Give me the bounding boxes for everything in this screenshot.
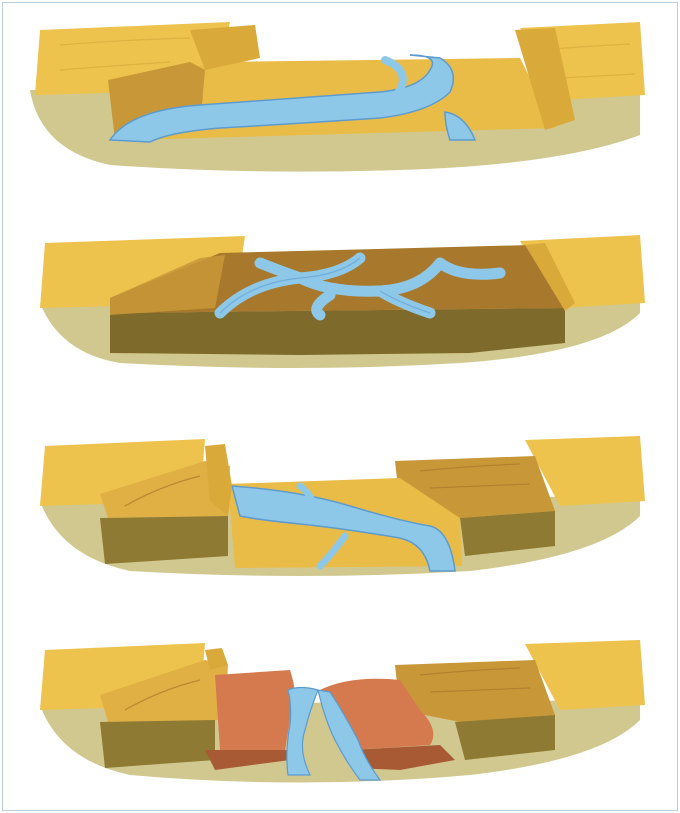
stage-2-block (0, 203, 680, 406)
terrace-left-front (100, 516, 228, 564)
rock-left-top (215, 670, 295, 750)
stage-4-block (0, 610, 680, 813)
stage-1-block (0, 0, 680, 203)
terrace-left-front (100, 720, 215, 768)
sediment-fill-front (110, 308, 565, 355)
stage-3-block (0, 406, 680, 609)
